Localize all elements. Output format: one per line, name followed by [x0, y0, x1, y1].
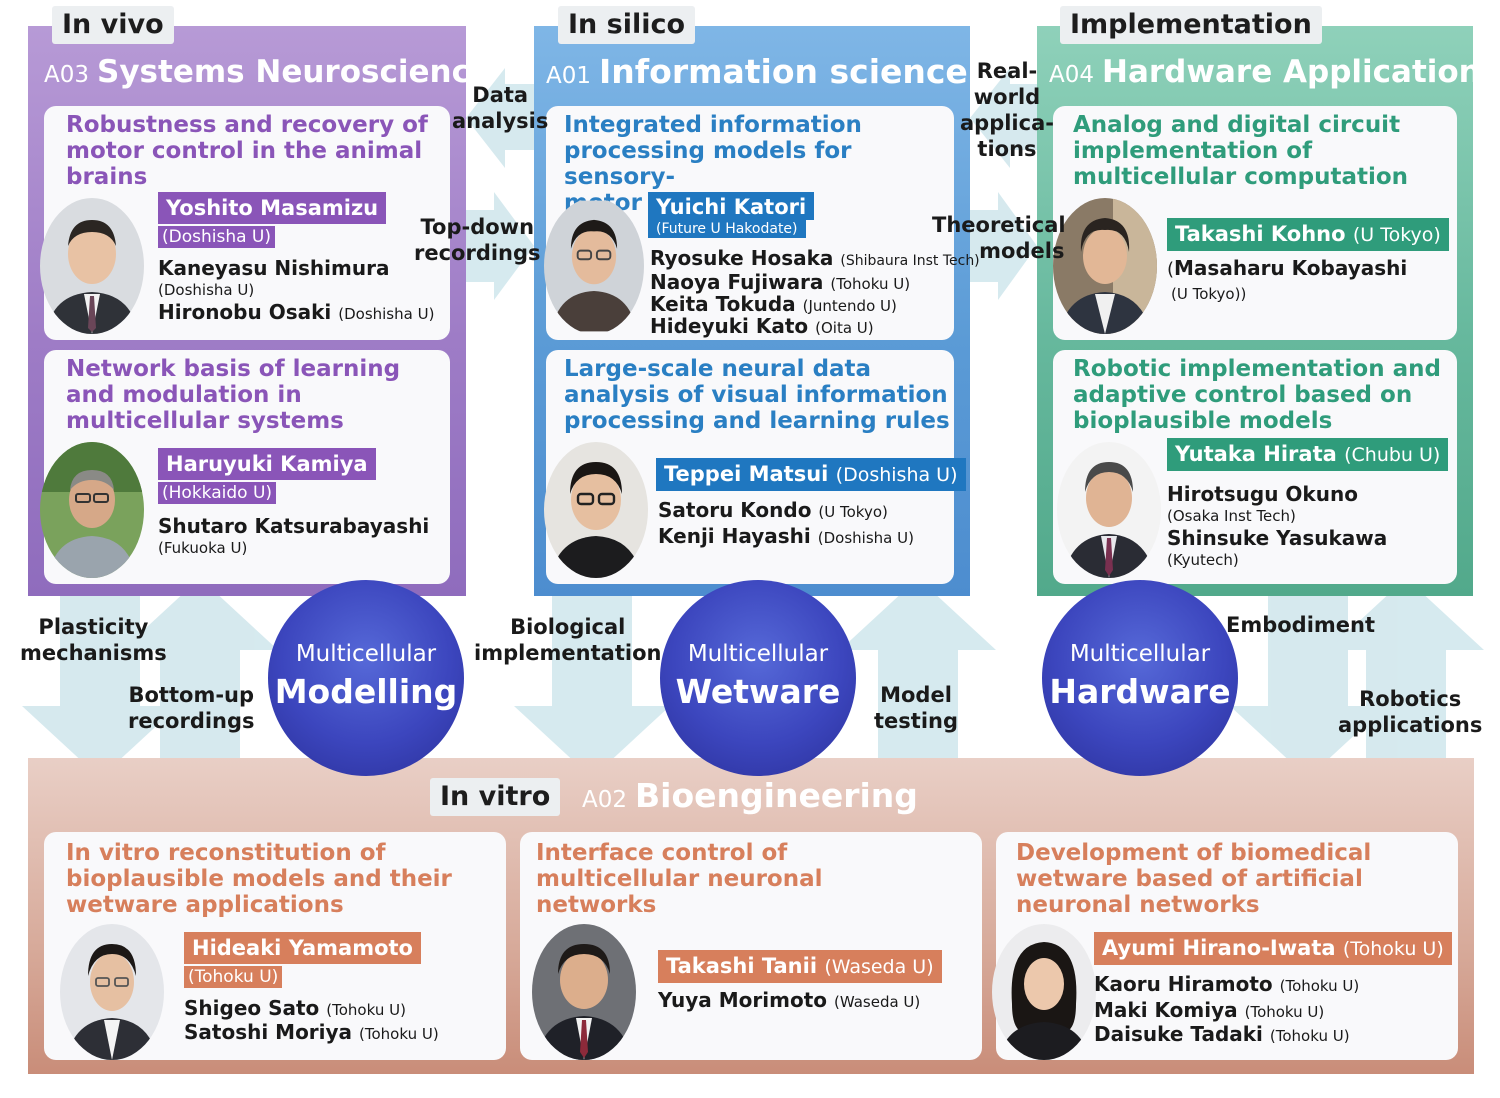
circle-multicellular-wetware: Multicellular Wetware [660, 580, 856, 776]
card-a04-analog-digital: Analog and digital circuit implementatio… [1053, 106, 1457, 340]
member-affiliation: (U Tokyo)) [1171, 285, 1247, 303]
member: Kenji Hayashi (Doshisha U) [658, 524, 914, 548]
card-a03-network-basis: Network basis of learning and modulation… [40, 350, 450, 584]
member: Naoya Fujiwara (Tohoku U) [650, 270, 911, 294]
arrow-biological [514, 596, 670, 778]
label-embodiment: Embodiment [1226, 613, 1376, 637]
lead-investigator: Haruyuki Kamiya [158, 448, 376, 480]
label-plasticity-mechanisms: Plasticity mechanisms [20, 615, 167, 665]
card-a02-in-vitro-reconstitution: In vitro reconstitution of bioplausible … [44, 832, 506, 1060]
label-model-testing: Model testing [874, 683, 958, 733]
lead-investigator: Yutaka Hirata (Chubu U) [1167, 438, 1449, 471]
member: (Masaharu Kobayashi [1167, 256, 1408, 280]
label-data-analysis: Data analysis [452, 83, 549, 133]
member: Ryosuke Hosaka (Shibaura Inst Tech) [650, 246, 980, 270]
arrow-top-down [466, 192, 534, 300]
avatar-tanii [532, 924, 636, 1060]
circle-multicellular-hardware: Multicellular Hardware [1042, 580, 1238, 776]
label-top-down-recordings: Top-down recordings [414, 215, 541, 265]
member: Satoru Kondo (U Tokyo) [658, 498, 888, 522]
member: Hirotsugu Okuno [1167, 482, 1358, 506]
lead-affiliation: (Hokkaido U) [158, 482, 277, 504]
card-a03-robustness: Robustness and recovery of motor control… [40, 106, 450, 340]
tag-in-silico: In silico [558, 6, 696, 44]
avatar-kohno [1053, 198, 1157, 334]
lead-investigator: Takashi Tanii (Waseda U) [658, 950, 942, 983]
member: Yuya Morimoto (Waseda U) [658, 988, 921, 1012]
member: Keita Tokuda (Juntendo U) [650, 292, 897, 316]
label-biological-implementation: Biological implementation [474, 615, 662, 665]
member: Shigeo Sato (Tohoku U) [184, 996, 406, 1020]
circle-multicellular-modelling: Multicellular Modelling [268, 580, 464, 776]
member: Hironobu Osaki (Doshisha U) [158, 300, 435, 324]
label-robotics-applications: Robotics applications [1338, 687, 1483, 737]
arrow-real-world [970, 68, 1037, 168]
lead-affiliation: (Future U Hakodate) [648, 220, 806, 238]
card-title: Interface control of multicellular neuro… [536, 840, 823, 918]
card-title: Robotic implementation and adaptive cont… [1073, 356, 1441, 434]
member: Satoshi Moriya (Tohoku U) [184, 1020, 439, 1044]
avatar-hirano-iwata [992, 924, 1096, 1060]
card-a01-integrated: Integrated information processing models… [544, 106, 980, 340]
member: Hideyuki Kato (Oita U) [650, 314, 874, 338]
tag-implementation: Implementation [1060, 6, 1322, 44]
arrow-model-testing [840, 578, 996, 758]
member-affiliation: (Kyutech) [1167, 551, 1239, 569]
card-title: Large-scale neural data analysis of visu… [564, 356, 950, 434]
label-theoretical-models: Theoretical models [932, 213, 1066, 263]
member: Daisuke Tadaki (Tohoku U) [1094, 1022, 1350, 1046]
lead-affiliation: (Tohoku U) [184, 966, 283, 988]
member: Kaoru Hiramoto (Tohoku U) [1094, 972, 1360, 996]
lead-investigator: Yoshito Masamizu [158, 192, 387, 224]
member: Maki Komiya (Tohoku U) [1094, 998, 1325, 1022]
lead-investigator: Teppei Matsui (Doshisha U) [656, 458, 966, 491]
card-title: Network basis of learning and modulation… [66, 356, 401, 434]
card-a02-interface-control: Interface control of multicellular neuro… [520, 832, 982, 1060]
lead-investigator: Takashi Kohno (U Tokyo) [1167, 218, 1449, 251]
lead-investigator: Hideaki Yamamoto [184, 932, 421, 964]
avatar-kamiya [40, 442, 144, 578]
card-title: Analog and digital circuit implementatio… [1073, 112, 1409, 190]
member-affiliation: (Osaka Inst Tech) [1167, 507, 1296, 525]
lead-affiliation: (Doshisha U) [158, 226, 276, 248]
arrow-data-analysis [466, 68, 534, 168]
member: Shutaro Katsurabayashi [158, 514, 430, 538]
avatar-masamizu [40, 198, 144, 334]
tag-in-vitro: In vitro [430, 778, 561, 816]
arrow-bottom-up [122, 578, 278, 758]
member: Shinsuke Yasukawa [1167, 526, 1388, 550]
card-a04-robotic: Robotic implementation and adaptive cont… [1053, 350, 1457, 584]
arrow-robotics [1328, 578, 1484, 758]
tag-in-vivo: In vivo [52, 6, 174, 44]
arrow-theoretical [970, 192, 1037, 300]
avatar-hirata [1057, 442, 1161, 578]
label-bottom-up-recordings: Bottom-up recordings [128, 683, 255, 733]
label-real-world-applications: Real- world applica- tions [960, 59, 1054, 161]
card-title: Development of biomedical wetware based … [1016, 840, 1372, 918]
member: Kaneyasu Nishimura [158, 256, 390, 280]
avatar-katori [544, 198, 644, 334]
lead-investigator: Ayumi Hirano-Iwata (Tohoku U) [1094, 932, 1452, 965]
avatar-yamamoto [60, 924, 164, 1060]
card-title: Robustness and recovery of motor control… [66, 112, 428, 190]
lead-investigator: Yuichi Katori [648, 192, 815, 220]
member-affiliation: (Doshisha U) [158, 281, 255, 299]
card-title: In vitro reconstitution of bioplausible … [66, 840, 452, 918]
card-a01-large-scale: Large-scale neural data analysis of visu… [544, 350, 966, 584]
avatar-matsui [544, 442, 648, 578]
card-a02-biomedical-wetware: Development of biomedical wetware based … [992, 832, 1458, 1060]
member-affiliation: (Fukuoka U) [158, 539, 248, 557]
